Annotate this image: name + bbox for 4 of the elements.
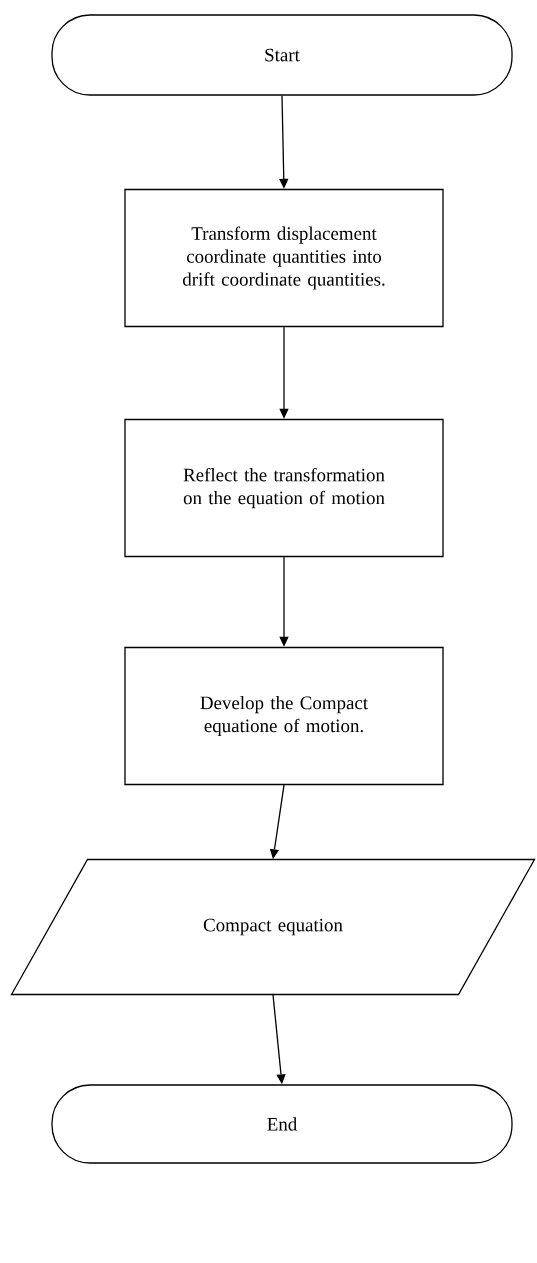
data-parallelogram: Compact equation: [10, 858, 536, 996]
process-box: Develop the Compact equatione of motion.: [124, 646, 444, 786]
process-box: Reflect the transformation on the equation of motion: [124, 418, 444, 558]
process-box: Transform displacement coordinate quantities into drift coordinate quantities.: [124, 188, 444, 328]
